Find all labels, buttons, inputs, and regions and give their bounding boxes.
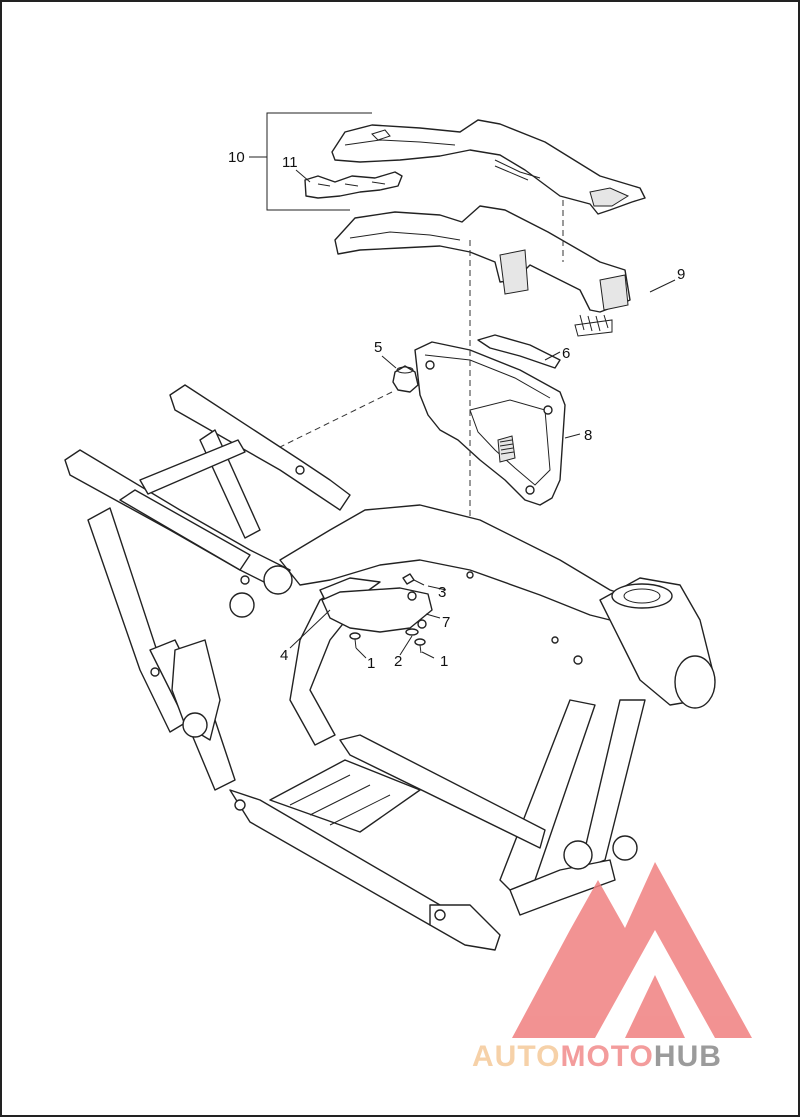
callout-2: 2 xyxy=(394,653,402,670)
callout-11: 11 xyxy=(282,154,298,171)
part-10-caddy-cover xyxy=(331,119,646,215)
watermark-moto: MOTO xyxy=(560,1040,653,1073)
group-bracket-10 xyxy=(249,112,372,211)
part-8-side-cover xyxy=(414,341,566,506)
callout-10: 10 xyxy=(228,149,245,166)
part-5-grommet xyxy=(392,365,419,393)
callout-6: 6 xyxy=(562,345,570,362)
watermark-text: AUTOMOTOHUB xyxy=(472,1040,722,1073)
fastener-1-screw-right xyxy=(414,638,426,654)
callout-7: 7 xyxy=(442,614,450,631)
part-11-plate xyxy=(304,171,403,199)
part-7-cover-plate xyxy=(321,587,433,633)
watermark-triangle-icon xyxy=(512,862,752,1038)
watermark-auto: AUTO xyxy=(472,1040,560,1073)
callout-1-left: 1 xyxy=(367,655,375,672)
callout-4: 4 xyxy=(280,647,288,664)
fastener-1-screw-left xyxy=(349,632,361,649)
part-6-seal xyxy=(477,334,561,369)
callout-1-right: 1 xyxy=(440,653,448,670)
callout-8: 8 xyxy=(584,427,592,444)
part-9-electrical-caddy xyxy=(334,205,631,337)
align-line-5 xyxy=(277,391,393,449)
fastener-3-bolt xyxy=(402,573,425,586)
motorcycle-frame xyxy=(64,384,716,951)
callout-9: 9 xyxy=(677,266,685,283)
fastener-2-washer xyxy=(405,628,419,636)
watermark-logo: AUTOMOTOHUB xyxy=(472,862,752,1073)
callout-5: 5 xyxy=(374,339,382,356)
callout-3: 3 xyxy=(438,584,446,601)
watermark-hub: HUB xyxy=(654,1040,722,1073)
